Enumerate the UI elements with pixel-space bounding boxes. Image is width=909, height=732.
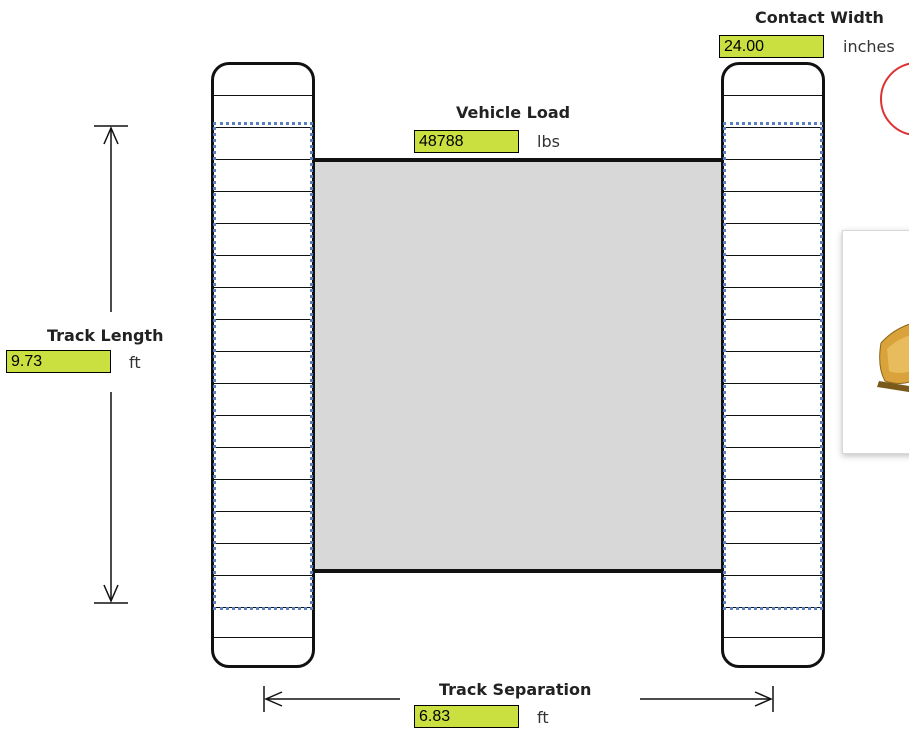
right-track-contact-area <box>723 122 823 610</box>
vehicle-load-label: Vehicle Load <box>456 103 571 122</box>
track-length-input[interactable]: 9.73 <box>6 350 111 373</box>
left-track <box>211 62 315 668</box>
track-separation-label: Track Separation <box>439 680 592 699</box>
track-length-unit: ft <box>129 353 141 372</box>
bulldozer-blade-icon <box>877 323 909 393</box>
left-track-contact-area <box>213 122 313 610</box>
track-separation-unit: ft <box>537 708 549 727</box>
contact-width-label: Contact Width <box>755 8 884 27</box>
track-separation-input[interactable]: 6.83 <box>414 705 519 728</box>
contact-width-input[interactable]: 24.00 <box>719 35 824 58</box>
track-length-label: Track Length <box>47 326 164 345</box>
vehicle-load-unit: lbs <box>537 132 560 151</box>
vehicle-load-input[interactable]: 48788 <box>414 130 519 153</box>
right-track <box>721 62 825 668</box>
contact-width-unit: inches <box>843 37 895 56</box>
side-image-panel <box>842 230 909 454</box>
vehicle-body <box>312 158 724 573</box>
